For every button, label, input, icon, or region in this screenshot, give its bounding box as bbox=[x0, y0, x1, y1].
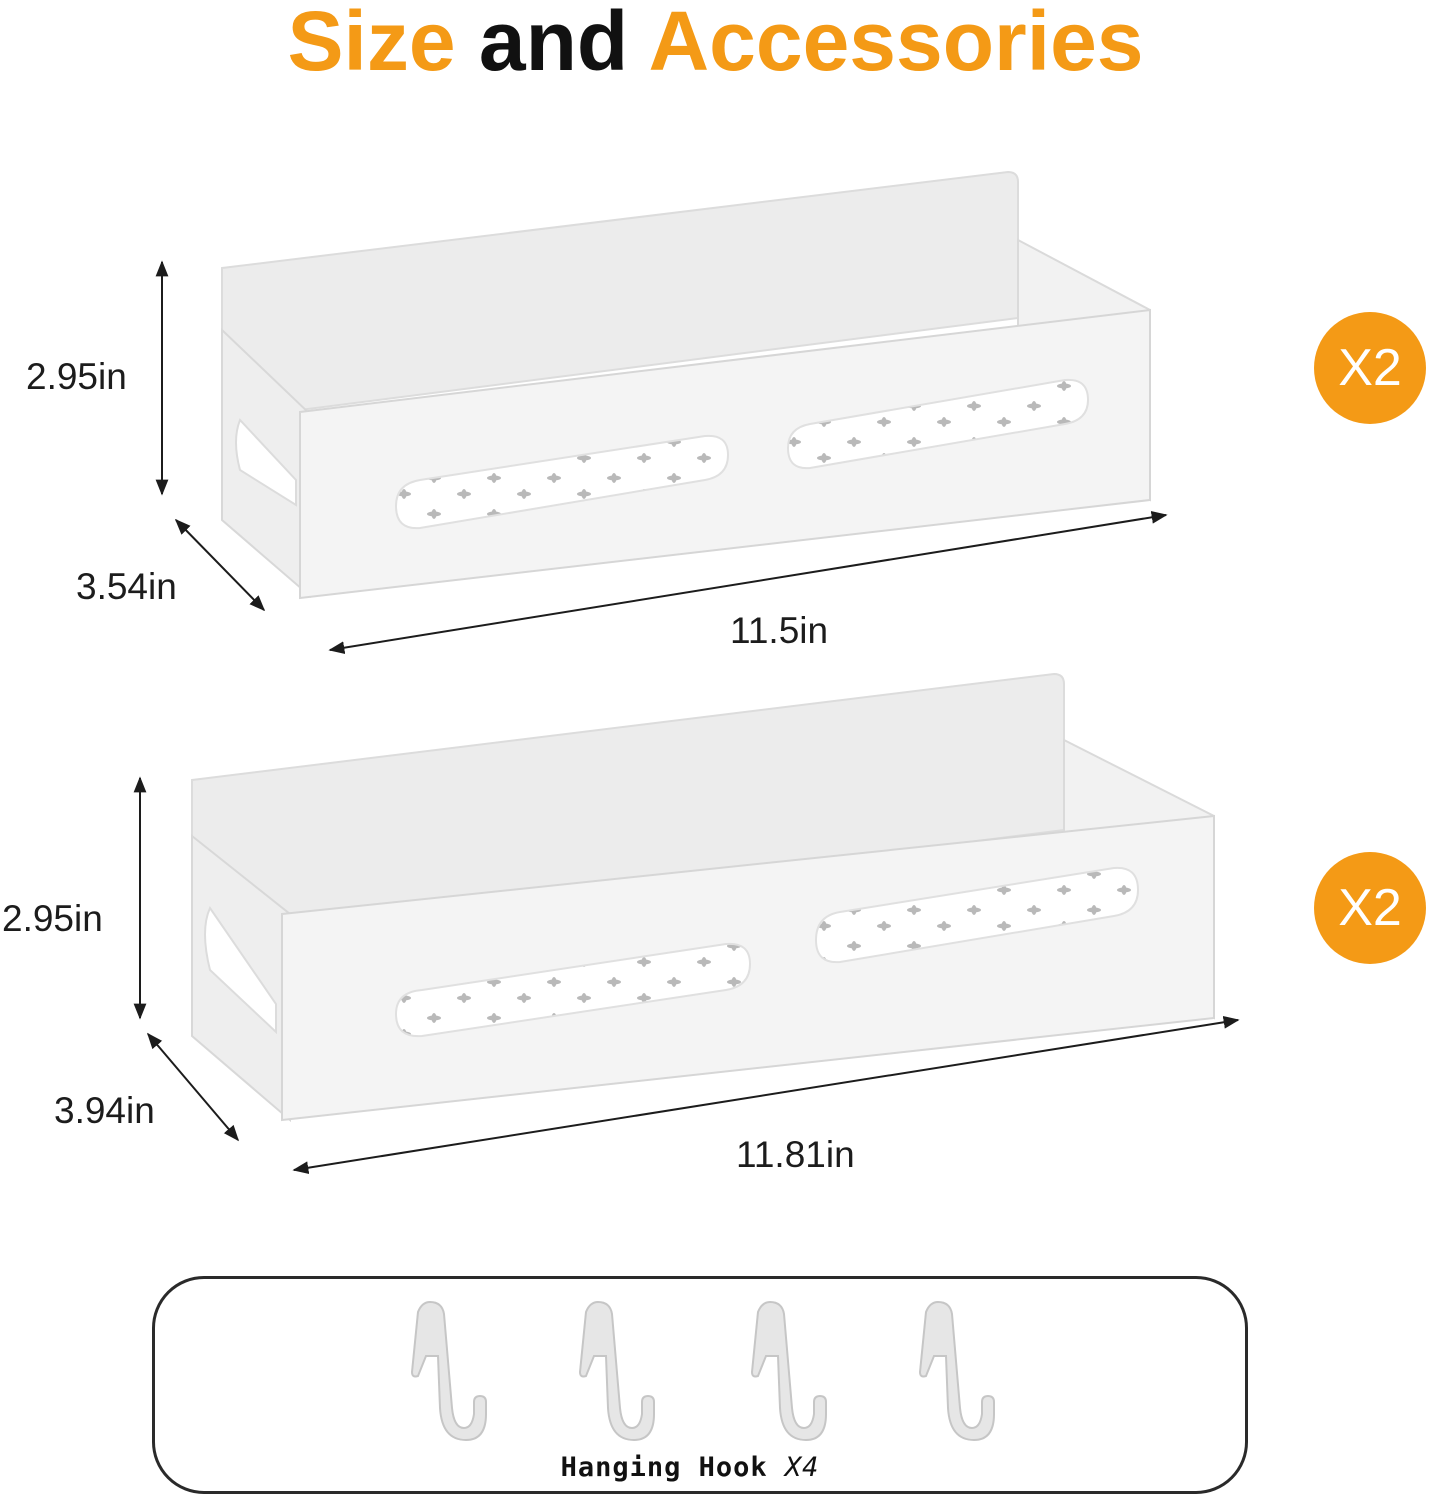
depth-arrow bbox=[174, 518, 266, 612]
width-arrow-2 bbox=[292, 1015, 1240, 1175]
hanging-hook-icon bbox=[918, 1300, 995, 1442]
rack-small-depth: 3.54in bbox=[76, 566, 177, 607]
racks-illustration bbox=[133, 170, 1240, 1175]
width-arrow bbox=[328, 510, 1168, 655]
rack-large-width: 11.81in bbox=[736, 1134, 855, 1175]
rack-small-width: 11.5in bbox=[730, 610, 829, 651]
depth-arrow-2 bbox=[146, 1032, 240, 1142]
hooks-label: Hanging Hook bbox=[560, 1452, 768, 1483]
rack-large-height: 2.95in bbox=[2, 898, 103, 939]
title-size: Size bbox=[287, 0, 456, 88]
rack-small-height: 2.95in bbox=[26, 356, 127, 397]
hanging-hook-icon bbox=[578, 1300, 655, 1442]
hooks-quantity: X4 bbox=[784, 1452, 820, 1483]
title-and: and bbox=[478, 0, 629, 88]
rack-small bbox=[221, 170, 1151, 600]
hanging-hook-icon bbox=[410, 1300, 487, 1442]
hooks-caption: Hanging Hook X4 bbox=[0, 1452, 1380, 1483]
rack-large-quantity-badge: X2 bbox=[1314, 852, 1426, 964]
page-title: Size and Accessories bbox=[0, 0, 1431, 90]
accessories-box bbox=[152, 1276, 1248, 1494]
hanging-hook-icon bbox=[750, 1300, 827, 1442]
rack-large bbox=[191, 672, 1215, 1123]
title-accessories: Accessories bbox=[648, 0, 1144, 88]
rack-small-quantity-badge: X2 bbox=[1314, 312, 1426, 424]
rack-large-depth: 3.94in bbox=[54, 1090, 155, 1131]
